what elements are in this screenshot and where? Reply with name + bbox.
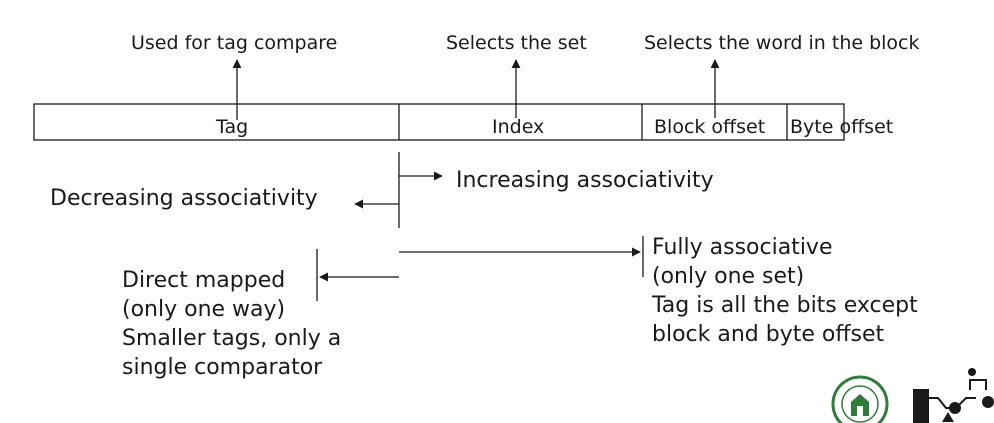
block-offset-purpose-label: Selects the word in the block [644, 32, 920, 54]
block-offset-field-label: Block offset [654, 116, 766, 138]
direct-mapped-line: Direct mapped [122, 268, 286, 293]
fully-associative-line: Fully associative [652, 235, 833, 260]
byte-offset-field-label: Byte offset [790, 118, 893, 137]
byte-offset-part2: offset [839, 116, 894, 138]
direct-mapped-line: (only one way) [122, 297, 286, 322]
decreasing-associativity-label: Decreasing associativity [50, 186, 318, 211]
byte-offset-part1: Byte [790, 116, 840, 138]
fully-associative-line: (only one set) [652, 264, 805, 289]
index-field-label: Index [492, 116, 545, 138]
fully-associative-line: Tag is all the bits except [652, 293, 918, 318]
fully-associative-line: block and byte offset [652, 322, 885, 347]
index-purpose-label: Selects the set [446, 32, 587, 54]
address-field-box [33, 103, 845, 141]
circuit-logo-icon [913, 368, 994, 423]
logos [831, 368, 994, 423]
tag-purpose-label: Used for tag compare [131, 32, 338, 54]
increasing-associativity-label: Increasing associativity [456, 168, 714, 193]
fully-associative-text: Fully associative (only one set) Tag is … [652, 233, 918, 349]
direct-mapped-line: single comparator [122, 355, 323, 380]
direct-mapped-line: Smaller tags, only a [122, 326, 342, 351]
tag-field-label: Tag [216, 116, 249, 138]
university-seal-icon [831, 375, 889, 423]
direct-mapped-text: Direct mapped (only one way) Smaller tag… [122, 266, 341, 382]
